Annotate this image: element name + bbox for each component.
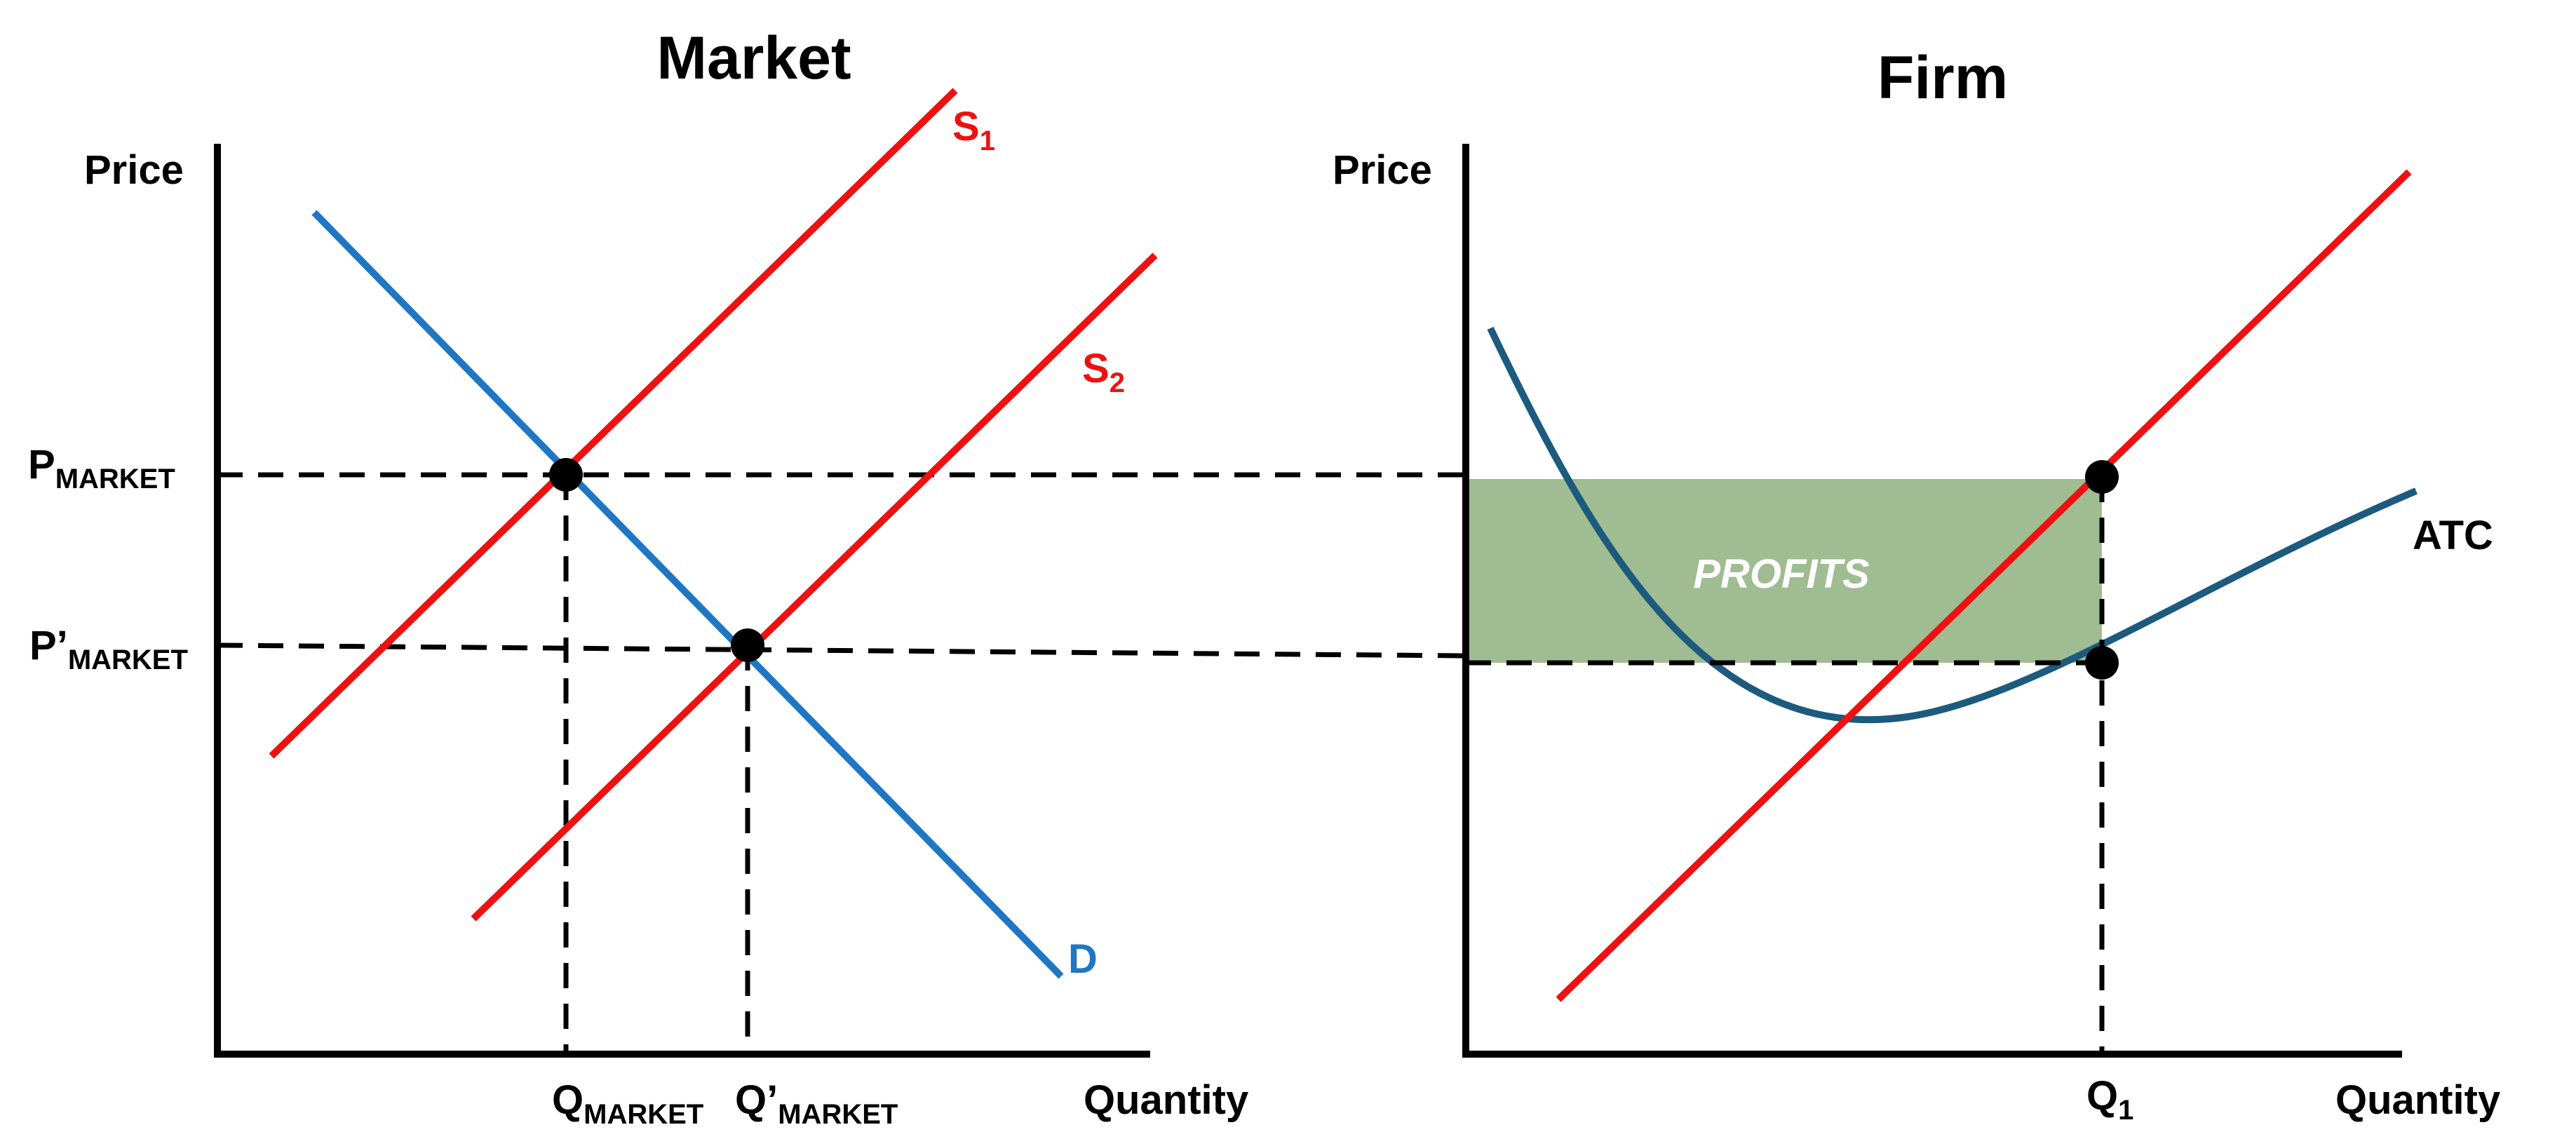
market-panel: Market Price Quantity S1 S2 D PMARKET P’… (28, 25, 1466, 1130)
q-prime-market-label: Q’MARKET (735, 1077, 898, 1130)
s2-label: S2 (1082, 346, 1125, 398)
p-prime-market-label: P’MARKET (29, 623, 188, 675)
s1-label: S1 (952, 104, 995, 156)
q1-label: Q1 (2086, 1073, 2133, 1126)
demand-label: D (1068, 936, 1098, 982)
p-market-label: PMARKET (28, 442, 175, 494)
market-y-axis-label: Price (84, 147, 184, 193)
new-market-equilibrium-point (731, 628, 764, 662)
q-market-label: QMARKET (552, 1077, 703, 1130)
atc-label: ATC (2413, 513, 2493, 558)
firm-y-axis-label: Price (1333, 147, 1432, 193)
market-x-axis-label: Quantity (1084, 1077, 1248, 1123)
market-equilibrium-point (549, 458, 583, 492)
firm-title: Firm (1877, 44, 2008, 112)
supply-curve-s2 (471, 252, 1158, 922)
firm-panel: Firm Price Quantity PROFITS ATC Q1 (1333, 44, 2500, 1126)
atc-curve (1487, 326, 2417, 724)
firm-atc-point (2085, 646, 2119, 680)
firm-price-point (2085, 460, 2119, 494)
profits-label: PROFITS (1693, 551, 1870, 597)
supply-curve-s1 (269, 88, 958, 759)
market-title: Market (656, 25, 851, 92)
demand-curve (311, 210, 1064, 979)
firm-x-axis-label: Quantity (2335, 1077, 2500, 1123)
p-prime-market-guide-line (217, 642, 1466, 659)
mc-curve (1556, 169, 2412, 1002)
